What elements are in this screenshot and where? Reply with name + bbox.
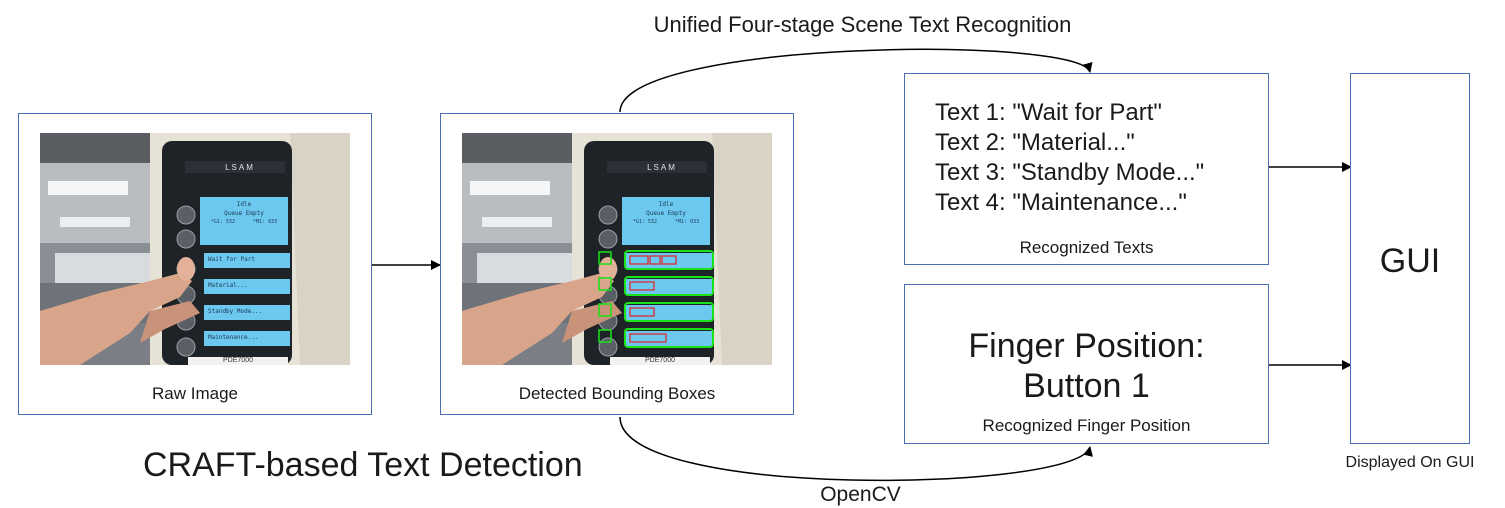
- raw-image-photo: LSAM Idle Queue Empty *G1: 532 *M1: 033 …: [40, 133, 350, 365]
- raw-image-box: LSAM Idle Queue Empty *G1: 532 *M1: 033 …: [18, 113, 372, 415]
- raw-brand-text: LSAM: [225, 163, 255, 172]
- recognized-texts-list: Text 1: "Wait for Part" Text 2: "Materia…: [935, 98, 1204, 218]
- recognized-text-2: Text 2: "Material...": [935, 129, 1135, 156]
- arrow-recognition-curve: [619, 48, 1093, 113]
- detected-bottom-text: PDE7000: [645, 357, 675, 364]
- detected-boxes-box: LSAM Idle Queue Empty *G1: 532 *M1: 033 …: [440, 113, 794, 415]
- detected-screen-line-2: Queue Empty: [646, 210, 686, 217]
- detected-image-scene: [462, 133, 772, 365]
- text-region-box-2: [624, 276, 714, 296]
- raw-screen-line-3: *G1: 532 *M1: 033: [210, 219, 278, 225]
- button-detect-box-4: [598, 329, 612, 343]
- raw-key-label-1: Wait for Part: [208, 256, 255, 263]
- recognized-text-4: Text 4: "Maintenance...": [935, 189, 1187, 216]
- recognized-texts-caption: Recognized Texts: [1019, 238, 1154, 257]
- arrow-opencv-curve: [619, 416, 1093, 482]
- detected-boxes-caption: Detected Bounding Boxes: [518, 384, 716, 403]
- button-detect-box-2: [598, 277, 612, 291]
- detected-screen-line-1: Idle: [658, 201, 674, 208]
- raw-bottom-text: PDE7000: [223, 357, 253, 364]
- word-box-1c: [661, 255, 677, 265]
- text-region-box-1: [624, 250, 714, 270]
- finger-position-box: Finger Position: Button 1 Recognized Fin…: [904, 284, 1269, 444]
- word-box-1a: [629, 255, 649, 265]
- opencv-label: OpenCV: [820, 483, 901, 506]
- raw-key-label-2: Material...: [208, 282, 248, 289]
- word-box-4: [629, 333, 667, 343]
- button-detect-box-1: [598, 251, 612, 265]
- recognized-text-3: Text 3: "Standby Mode...": [935, 159, 1205, 186]
- button-detect-box-3: [598, 303, 612, 317]
- text-region-box-3: [624, 302, 714, 322]
- raw-screen-line-1: Idle: [236, 201, 252, 208]
- text-region-box-4: [624, 328, 714, 348]
- raw-key-label-4: Maintenance...: [208, 334, 259, 341]
- raw-image-scene: [40, 133, 350, 365]
- detection-stage-label: CRAFT-based Text Detection: [143, 446, 583, 484]
- recognition-stage-label: Unified Four-stage Scene Text Recognitio…: [653, 12, 1072, 37]
- finger-position-line-1: Finger Position:: [968, 327, 1205, 365]
- raw-screen-line-2: Queue Empty: [224, 210, 264, 217]
- word-box-2: [629, 281, 655, 291]
- finger-position-line-2: Button 1: [1023, 367, 1150, 405]
- word-box-3: [629, 307, 655, 317]
- recognized-texts-box: Text 1: "Wait for Part" Text 2: "Materia…: [904, 73, 1269, 265]
- detected-image-photo: LSAM Idle Queue Empty *G1: 532 *M1: 033 …: [462, 133, 772, 365]
- gui-box: GUI: [1350, 73, 1470, 444]
- gui-caption: Displayed On GUI: [1345, 454, 1475, 471]
- raw-image-caption: Raw Image: [152, 384, 238, 403]
- finger-position-caption: Recognized Finger Position: [982, 416, 1191, 435]
- raw-key-label-3: Standby Mode...: [208, 308, 263, 315]
- word-box-1b: [649, 255, 661, 265]
- detected-screen-line-3: *G1: 532 *M1: 033: [632, 219, 700, 225]
- detected-brand-text: LSAM: [647, 163, 677, 172]
- recognized-text-1: Text 1: "Wait for Part": [935, 99, 1162, 126]
- gui-label: GUI: [1379, 242, 1441, 280]
